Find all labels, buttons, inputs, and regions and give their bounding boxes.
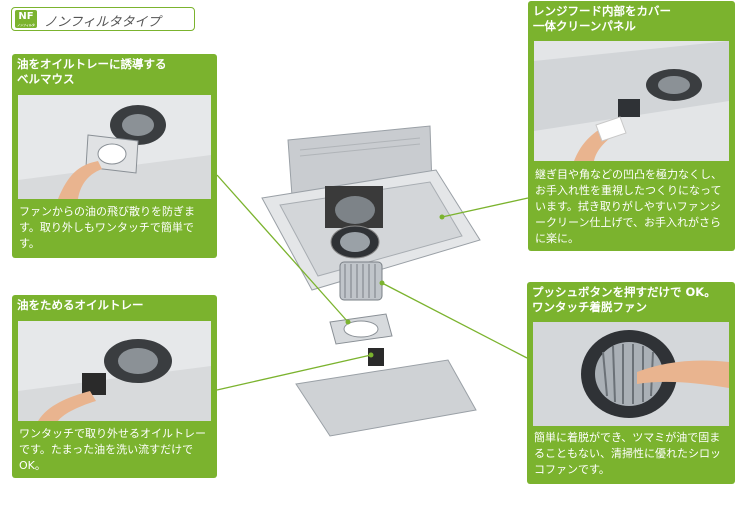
- card-oiltray: 油をためるオイルトレー ワンタッチで取り外せるオイルトレーです。たまった油を洗い…: [12, 295, 217, 478]
- fan-photo: [533, 322, 729, 426]
- card-oiltray-desc: ワンタッチで取り外せるオイルトレーです。たまった油を洗い流すだけで OK。: [19, 427, 206, 472]
- card-panel-title: レンジフード内部をカバー 一体クリーンパネル: [533, 4, 671, 33]
- badge-label: ノンフィルタタイプ: [44, 15, 161, 30]
- card-fan-title: プッシュボタンを押すだけで OK。 ワンタッチ着脱ファン: [532, 285, 716, 314]
- oiltray-photo: [18, 321, 211, 421]
- card-fan: プッシュボタンを押すだけで OK。 ワンタッチ着脱ファン 簡単に着脱ができ、ツマ…: [527, 282, 735, 484]
- card-bellmouth-title: 油をオイルトレーに誘導する ベルマウス: [17, 57, 167, 86]
- bellmouth-photo: [18, 95, 211, 199]
- card-fan-desc: 簡単に着脱ができ、ツマミが油で固まることもない、清掃性に優れたシロッコファンです…: [534, 431, 721, 476]
- card-panel-desc: 継ぎ目や角などの凹凸を極力なくし、お手入れ性を重視したつくりになっています。拭き…: [535, 168, 722, 245]
- card-oiltray-title: 油をためるオイルトレー: [17, 298, 144, 312]
- panel-photo: [534, 41, 729, 161]
- card-bellmouth: 油をオイルトレーに誘導する ベルマウス ファンからの油の飛び散りを防ぎます。取り…: [12, 54, 217, 258]
- card-bellmouth-desc: ファンからの油の飛び散りを防ぎます。取り外しもワンタッチで簡単です。: [19, 205, 195, 250]
- card-panel: レンジフード内部をカバー 一体クリーンパネル 継ぎ目や角などの凹凸を極力なくし、…: [528, 1, 735, 251]
